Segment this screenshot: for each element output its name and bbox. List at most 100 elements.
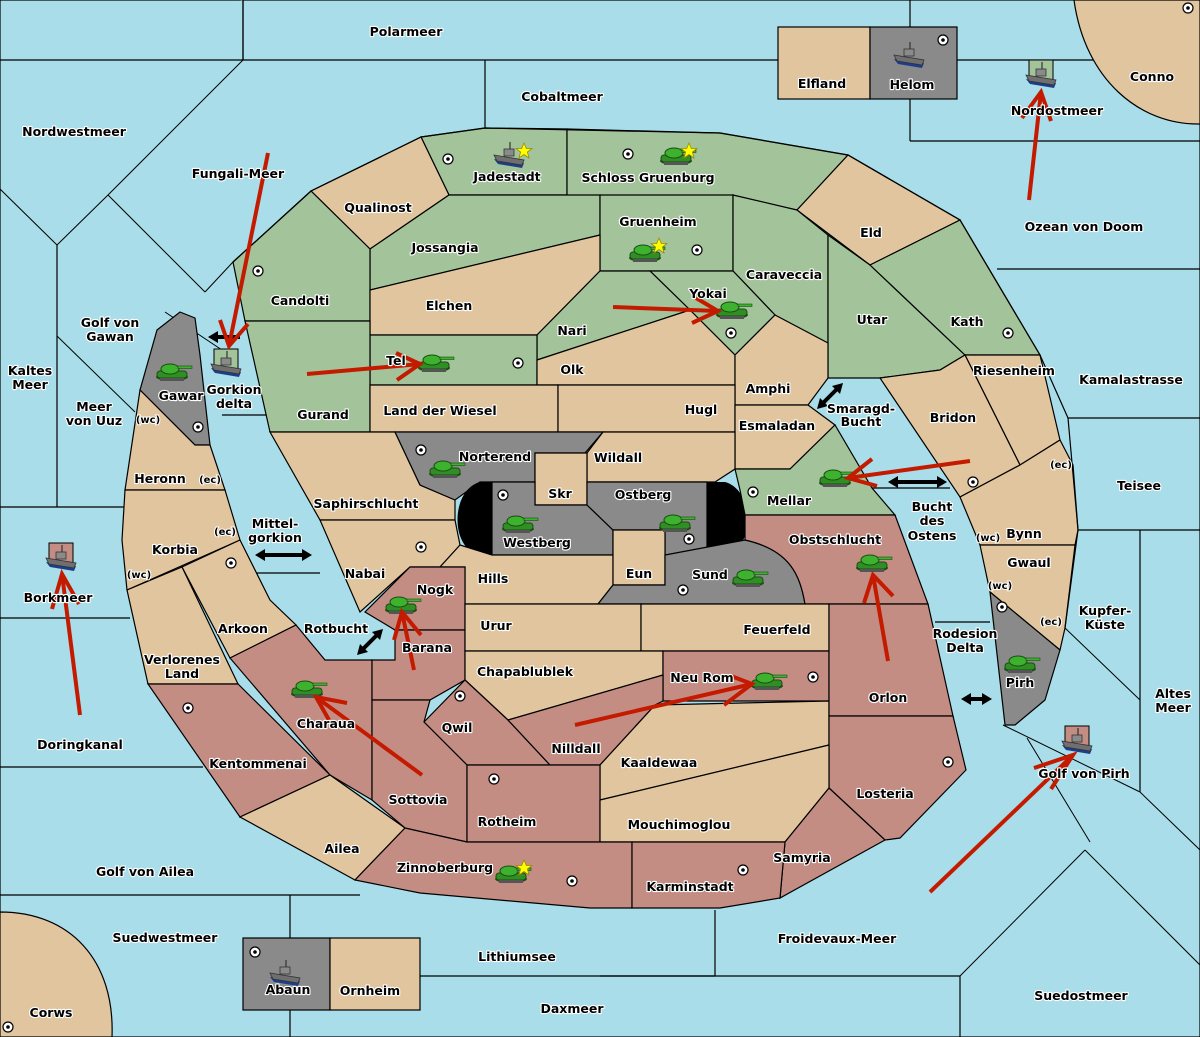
label-nogk: Nogk xyxy=(417,582,454,597)
label-esmaladan: Esmaladan xyxy=(739,418,815,433)
label-borkmeer: Borkmeer xyxy=(24,590,94,605)
border xyxy=(56,335,136,413)
label-urur: Urur xyxy=(480,618,512,633)
connection-mittelgorkion xyxy=(255,549,312,561)
label-rodesion-delta: Delta xyxy=(946,640,984,655)
supply-center-icon xyxy=(747,486,759,498)
label-nabai: Nabai xyxy=(345,566,386,581)
label-smaragd-bucht: Smaragd- xyxy=(827,401,895,416)
supply-center-icon xyxy=(454,690,466,702)
label-golf-von-gawan: Golf von xyxy=(81,315,140,330)
region-heronn[interactable] xyxy=(124,388,226,491)
supply-center-icon xyxy=(415,541,427,553)
coast-label-gwaul-ec: (ec) xyxy=(1040,617,1062,628)
label-hugl: Hugl xyxy=(685,402,718,417)
label-chapablublek: Chapablublek xyxy=(477,664,574,679)
supply-center-icon xyxy=(807,671,819,683)
region-bridon[interactable] xyxy=(878,354,1021,498)
region-arkoon[interactable] xyxy=(181,539,298,659)
order-move-fungali-to-gorkion xyxy=(218,152,270,350)
label-jadestadt: Jadestadt xyxy=(472,169,540,184)
order-move-to-nogk xyxy=(392,607,423,671)
label-qwil: Qwil xyxy=(442,720,473,735)
label-suedwestmeer: Suedwestmeer xyxy=(113,930,219,945)
label-sund: Sund xyxy=(692,567,728,582)
label-bucht-des-ostens: des xyxy=(920,513,945,528)
label-conno: Conno xyxy=(1130,69,1175,84)
region-elfland[interactable] xyxy=(777,26,871,100)
label-abaun: Abaun xyxy=(266,982,311,997)
region-rotheim[interactable] xyxy=(466,764,601,843)
label-golf-von-pirh: Golf von Pirh xyxy=(1038,766,1129,781)
label-rotheim: Rotheim xyxy=(478,814,537,829)
label-heronn: Heronn xyxy=(134,471,186,486)
order-move-to-charaua xyxy=(312,694,424,777)
region-gruenheim[interactable] xyxy=(599,194,734,272)
supply-center-icon xyxy=(1002,327,1014,339)
label-wildall: Wildall xyxy=(594,450,642,465)
region-ornheim[interactable] xyxy=(329,937,421,1011)
region-karminstadt[interactable] xyxy=(631,841,786,909)
label-nari: Nari xyxy=(557,323,586,338)
connection-bucht-ostens xyxy=(888,476,947,488)
label-amphi: Amphi xyxy=(746,381,791,396)
label-tel: Tel xyxy=(386,353,406,368)
border xyxy=(959,849,1086,977)
units xyxy=(45,41,1093,987)
label-ostberg: Ostberg xyxy=(615,487,672,502)
impassable-west xyxy=(457,482,492,555)
label-cobaltmeer: Cobaltmeer xyxy=(521,89,603,104)
order-move-to-borkmeer xyxy=(50,568,82,716)
region-korbia[interactable] xyxy=(121,489,241,591)
supply-center-icon xyxy=(512,357,524,369)
supply-center-icon xyxy=(996,601,1008,613)
label-helom: Helom xyxy=(890,77,935,92)
north-coast xyxy=(232,127,1079,629)
label-kaltes-meer: Kaltes xyxy=(8,363,52,378)
label-korbia: Korbia xyxy=(152,542,198,557)
label-altes-meer: Meer xyxy=(1155,700,1191,715)
label-bucht-des-ostens: Ostens xyxy=(908,528,957,543)
coast-label-bynn-wc: (wc) xyxy=(976,533,1000,544)
label-barana: Barana xyxy=(402,640,452,655)
label-nilldall: Nilldall xyxy=(551,741,600,756)
order-move-to-neu-rom xyxy=(574,674,757,727)
border xyxy=(56,194,109,246)
label-kaltes-meer: Meer xyxy=(12,377,48,392)
label-rodesion-delta: Rodesion xyxy=(933,626,998,641)
order-move-to-nordostmeer xyxy=(1020,87,1053,201)
label-ozean-von-doom: Ozean von Doom xyxy=(1025,219,1144,234)
supply-center-icon xyxy=(683,533,695,545)
label-rotbucht: Rotbucht xyxy=(304,621,368,636)
label-kupfer-kueste: Kupfer- xyxy=(1079,603,1132,618)
border xyxy=(0,188,58,246)
region-mellar[interactable] xyxy=(734,424,897,516)
label-olk: Olk xyxy=(560,362,584,377)
label-smaragd-bucht: Bucht xyxy=(841,414,882,429)
border xyxy=(107,59,244,196)
supply-center-icon xyxy=(691,244,703,256)
supply-center-icon xyxy=(192,421,204,433)
label-lithiumsee: Lithiumsee xyxy=(478,949,556,964)
order-move-to-tel xyxy=(306,351,425,382)
border xyxy=(1026,737,1091,843)
order-move-to-mellar xyxy=(843,457,971,488)
region-conno[interactable] xyxy=(1073,0,1200,125)
label-bucht-des-ostens: Bucht xyxy=(912,499,953,514)
border xyxy=(1064,627,1141,701)
region-corws[interactable] xyxy=(0,911,113,1037)
label-elfland: Elfland xyxy=(798,76,846,91)
label-norterend: Norterend xyxy=(459,449,531,464)
supply-center-icon xyxy=(967,476,979,488)
label-caraveccia: Caraveccia xyxy=(746,267,822,282)
label-hills: Hills xyxy=(478,571,509,586)
region-gwaul[interactable] xyxy=(979,544,1076,652)
label-meer-von-uuz: Meer xyxy=(76,399,112,414)
label-kaaldewaa: Kaaldewaa xyxy=(621,755,698,770)
connection-smaragd xyxy=(817,383,843,409)
label-froidevaux-meer: Froidevaux-Meer xyxy=(778,931,897,946)
supply-center-icon xyxy=(1182,2,1194,14)
connection-rotbucht xyxy=(357,629,383,655)
